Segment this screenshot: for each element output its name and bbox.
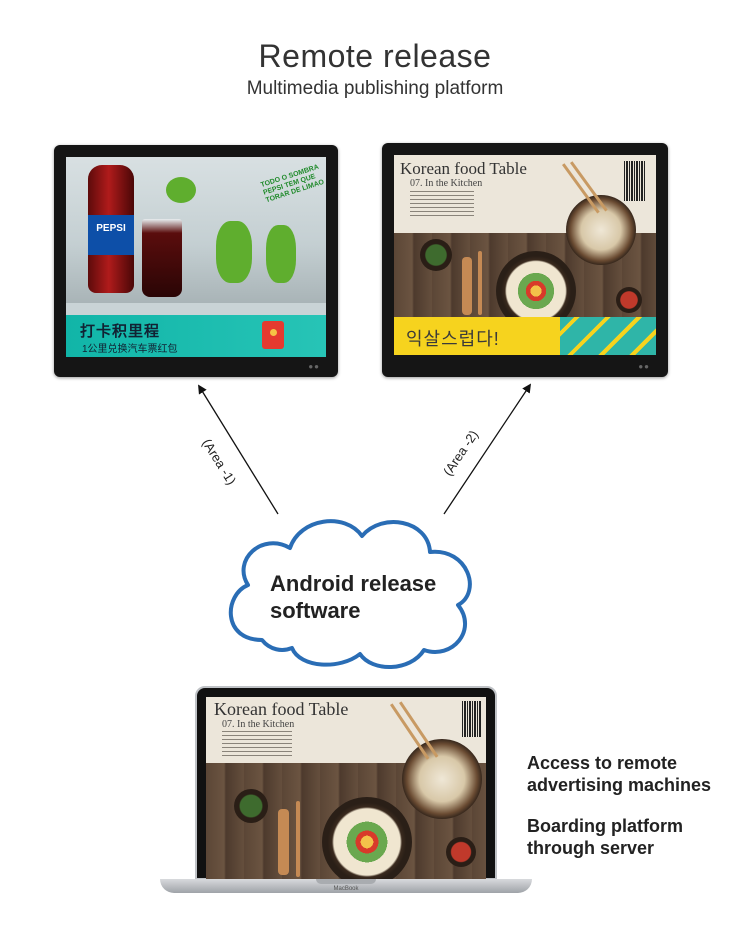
side-dish-image: [234, 789, 268, 823]
banner-main-text: 打卡积里程: [80, 323, 161, 340]
korean-banner-text: 익살스럽다!: [406, 329, 500, 349]
korean-banner: 익살스럽다!: [394, 317, 656, 355]
food-ad-body-text: [222, 731, 292, 757]
side-dish-image: [420, 239, 452, 271]
barcode-image: [462, 701, 482, 737]
frog-figure: [216, 221, 252, 283]
pepsi-ad-image: PEPSI TODO O SOMBRA PEPSI TEM QUE TORAR …: [66, 157, 326, 303]
frog-figure: [166, 177, 196, 203]
boarding-caption-line-2: through server: [527, 838, 655, 858]
monitor-indicator: ●●: [308, 362, 320, 371]
food-ad-title: Korean food Table: [400, 159, 527, 178]
laptop-display: Korean food Table 07. In the Kitchen: [195, 686, 497, 880]
food-ad-title: Korean food Table: [214, 699, 349, 719]
frog-figure: [266, 225, 296, 283]
bibimbap-plate-image: [322, 797, 412, 880]
page-title: Remote release: [258, 38, 492, 74]
monitor-2-screen: Korean food Table 07. In the Kitchen 익살스…: [394, 155, 656, 355]
boarding-caption: Boarding platform through server: [527, 815, 683, 859]
laptop-screen: Korean food Table 07. In the Kitchen: [206, 697, 486, 880]
access-caption: Access to remote advertising machines: [527, 752, 711, 796]
food-ad-subtitle: 07. In the Kitchen: [222, 719, 295, 730]
promo-banner: 打卡积里程 1公里兑换汽车票红包: [66, 315, 326, 357]
boarding-caption-line-1: Boarding platform: [527, 816, 683, 836]
page-subtitle: Multimedia publishing platform: [246, 78, 504, 99]
food-ad-body-text: [410, 191, 474, 219]
cloud-label-line-2: software: [270, 598, 361, 623]
chopstick-image: [478, 251, 482, 315]
kimchi-bowl-image: [446, 837, 476, 867]
arrow-area-1: [198, 384, 279, 515]
access-caption-line-1: Access to remote: [527, 753, 678, 773]
monitor-indicator: ●●: [638, 362, 650, 371]
display-monitor-area-2: Korean food Table 07. In the Kitchen 익살스…: [382, 143, 668, 377]
spoon-image: [462, 257, 472, 315]
cloud-shape: [228, 519, 472, 669]
laptop-base: [160, 879, 532, 893]
laptop-brand-label: MacBook: [333, 886, 359, 892]
display-monitor-area-1: PEPSI TODO O SOMBRA PEPSI TEM QUE TORAR …: [54, 145, 338, 377]
chopstick-image: [296, 801, 300, 877]
banana-pattern-image: [560, 317, 656, 355]
arrow-area-2: [443, 383, 532, 515]
monitor-1-screen: PEPSI TODO O SOMBRA PEPSI TEM QUE TORAR …: [66, 157, 326, 357]
laptop-notch: [316, 879, 376, 884]
barcode-image: [624, 161, 646, 201]
food-ad-header: Korean food Table 07. In the Kitchen: [206, 697, 486, 763]
kimchi-bowl-image: [616, 287, 642, 313]
food-ad-subtitle: 07. In the Kitchen: [410, 178, 483, 189]
noodle-bowl-image: [402, 739, 482, 819]
banner-sub-text: 1公里兑换汽车票红包: [82, 344, 178, 355]
access-caption-line-2: advertising machines: [527, 775, 712, 795]
pepsi-logo-text: PEPSI: [96, 223, 126, 234]
cloud-label-line-1: Android release: [270, 571, 437, 596]
spoon-image: [278, 809, 289, 875]
cloud-label: Android release software: [270, 570, 460, 624]
cola-glass-image: [142, 219, 182, 297]
coin-icon: [270, 329, 277, 336]
bottle-label: [88, 215, 134, 255]
